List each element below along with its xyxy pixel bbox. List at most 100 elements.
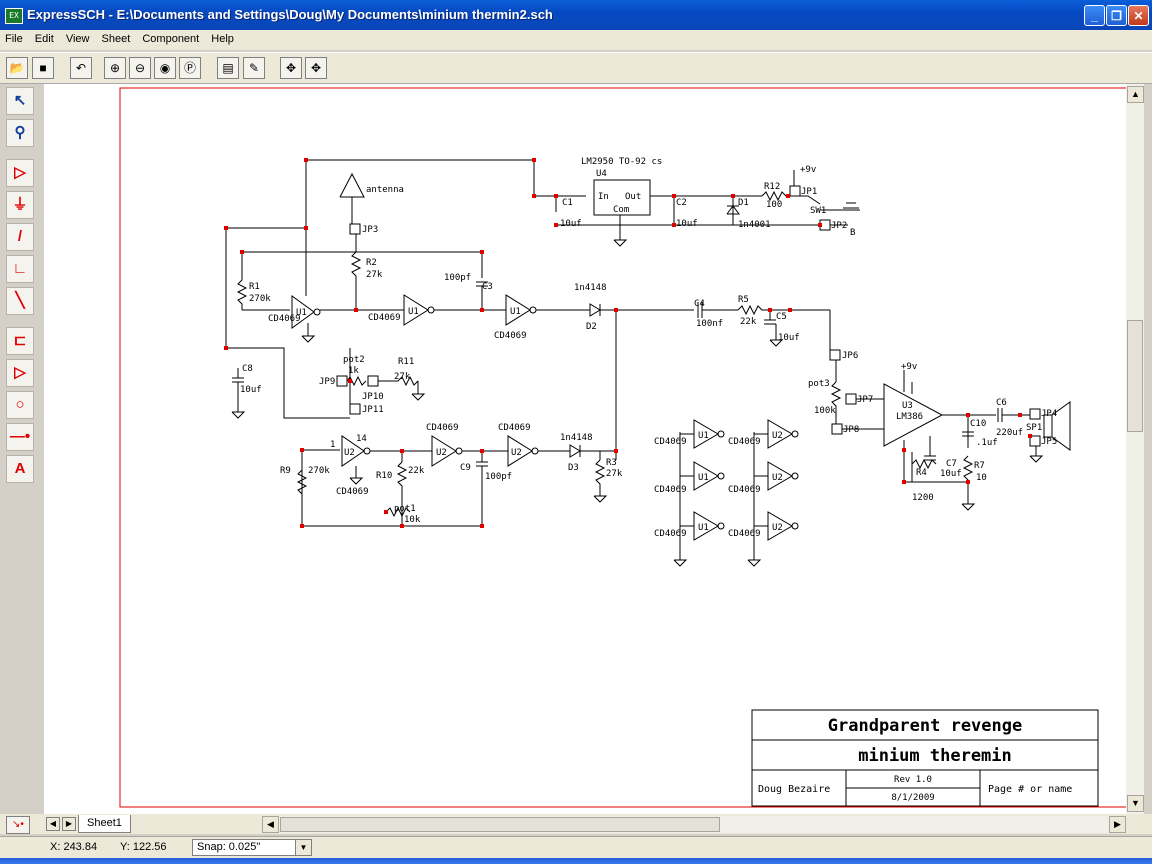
menu-edit[interactable]: Edit — [34, 33, 54, 45]
c10-value: .1uf — [976, 438, 998, 448]
zoom-window-icon[interactable]: ◉ — [154, 57, 176, 79]
u2a-type: CD4069 — [336, 487, 369, 497]
text-tool-icon[interactable]: A — [6, 455, 34, 483]
u2b-type: CD4069 — [426, 423, 459, 433]
scroll-left-icon[interactable]: ◀ — [262, 816, 279, 833]
c5-label: C5 — [776, 312, 787, 322]
window-title: ExpressSCH - E:\Documents and Settings\D… — [27, 7, 553, 22]
menu-view[interactable]: View — [65, 33, 90, 45]
tab-sheet1[interactable]: Sheet1 — [78, 815, 131, 833]
bus-tool-icon[interactable]: ╲ — [6, 287, 34, 315]
zoom-area-tool-icon[interactable]: ⚲ — [6, 119, 34, 147]
restore-button[interactable]: ❐ — [1106, 5, 1127, 26]
u4-label: U4 — [596, 169, 607, 179]
r5-label: R5 — [738, 295, 749, 305]
horizontal-scrollbar[interactable]: ◀ ▶ — [262, 816, 1126, 833]
jp4-label: JP4 — [1041, 409, 1057, 419]
open-icon[interactable]: 📂 — [6, 57, 28, 79]
scroll-down-icon[interactable]: ▼ — [1127, 795, 1144, 812]
ground-tool-icon[interactable]: ⏚ — [6, 191, 34, 219]
d1-value: 1n4001 — [738, 220, 771, 230]
select-tool-icon[interactable]: ↖ — [6, 87, 34, 115]
vertical-scrollbar[interactable]: ▲ ▼ — [1126, 84, 1144, 814]
jp8-label: JP8 — [843, 425, 859, 435]
minimize-button[interactable]: _ — [1084, 5, 1105, 26]
toolbar: 📂 ■ ↶ ⊕ ⊖ ◉ Ⓟ ▤ ✎ ✥ ✥ — [0, 52, 1152, 84]
vertical-scroll-thumb[interactable] — [1127, 320, 1143, 432]
scroll-up-icon[interactable]: ▲ — [1127, 86, 1144, 103]
c8-value: 10uf — [240, 385, 262, 395]
sp1-label: SP1 — [1026, 423, 1042, 433]
close-button[interactable]: ✕ — [1128, 5, 1149, 26]
sw1-label: SW1 — [810, 206, 826, 216]
r11-value: 27k — [394, 372, 411, 382]
pan-icon[interactable]: ✥ — [280, 57, 302, 79]
component-tool-icon[interactable]: ▷ — [6, 159, 34, 187]
connector-tool-icon[interactable]: ⊏ — [6, 327, 34, 355]
c8-label: C8 — [242, 364, 253, 374]
u1e-type: CD4069 — [654, 485, 687, 495]
properties-icon[interactable]: ▤ — [217, 57, 239, 79]
jp9-label: JP9 — [319, 377, 335, 387]
u2d-label: U2 — [772, 431, 783, 441]
plus9v-label: +9v — [800, 165, 816, 175]
schematic-canvas[interactable]: LM2950 TO-92 cs U4 In Out Com C1 10uf C2… — [44, 84, 1126, 814]
menu-help[interactable]: Help — [211, 33, 234, 45]
power-tool-icon[interactable]: ∟ — [6, 255, 34, 283]
u1f-label: U1 — [698, 523, 709, 533]
c3-value: 100pf — [444, 273, 471, 283]
amp-supply-label: +9v — [901, 362, 917, 372]
titleblock-title: Grandparent revenge — [828, 716, 1022, 736]
zoom-in-icon[interactable]: ⊕ — [104, 57, 126, 79]
u1b-type: CD4069 — [368, 313, 401, 323]
zoom-out-icon[interactable]: ⊖ — [129, 57, 151, 79]
u1a-type: CD4069 — [268, 314, 301, 324]
d3-value: 1n4148 — [560, 433, 593, 443]
app-icon: EX — [5, 8, 23, 24]
u2a-label: U2 — [344, 448, 355, 458]
tab-next-icon[interactable]: ▶ — [62, 817, 76, 831]
d2-value: 1n4148 — [574, 283, 607, 293]
c1-value: 10uf — [560, 219, 582, 229]
chevron-down-icon[interactable]: ▼ — [295, 840, 311, 855]
zoom-page-icon[interactable]: Ⓟ — [179, 57, 201, 79]
wire-tool-icon[interactable]: / — [6, 223, 34, 251]
tool-palette: ↖ ⚲ ▷ ⏚ / ∟ ╲ ⊏ ▷ ○ —• A — [4, 85, 34, 490]
u1c-type: CD4069 — [494, 331, 527, 341]
jp1-label: JP1 — [801, 187, 817, 197]
u4-com-label: Com — [613, 205, 629, 215]
u2e-type: CD4069 — [728, 485, 761, 495]
u1d-type: CD4069 — [654, 437, 687, 447]
horizontal-scroll-thumb[interactable] — [280, 817, 720, 832]
gate-tool-icon[interactable]: ▷ — [6, 359, 34, 387]
save-icon[interactable]: ■ — [32, 57, 54, 79]
c9-value: 100pf — [485, 472, 512, 482]
snap-select[interactable]: Snap: 0.025" ▼ — [192, 839, 312, 856]
r12-label: R12 — [764, 182, 780, 192]
menu-component[interactable]: Component — [142, 33, 200, 45]
tab-prev-icon[interactable]: ◀ — [46, 817, 60, 831]
undo-icon[interactable]: ↶ — [70, 57, 92, 79]
r9-value: 270k — [308, 466, 330, 476]
pot3-value: 100k — [814, 406, 836, 416]
scroll-right-icon[interactable]: ▶ — [1109, 816, 1126, 833]
pot1-label: pot1 — [394, 504, 416, 514]
menu-bar: File Edit View Sheet Component Help — [0, 30, 1152, 50]
pot2-value: 1k — [348, 366, 359, 376]
pin-tool-icon[interactable]: —• — [6, 423, 34, 451]
c3-label: C3 — [482, 282, 493, 292]
u4-in-label: In — [598, 192, 609, 202]
edit-part-icon[interactable]: ✎ — [243, 57, 265, 79]
center-icon[interactable]: ✥ — [305, 57, 327, 79]
circle-tool-icon[interactable]: ○ — [6, 391, 34, 419]
wire-mode-icon[interactable]: ↘• — [6, 816, 30, 834]
menu-file[interactable]: File — [5, 33, 23, 45]
jp11-label: JP11 — [362, 405, 384, 415]
menu-sheet[interactable]: Sheet — [101, 33, 131, 45]
c2-label: C2 — [676, 198, 687, 208]
r11-label: R11 — [398, 357, 414, 367]
c7-label: C7 — [946, 459, 957, 469]
r2-value: 27k — [366, 270, 383, 280]
titleblock-page: Page # or name — [988, 784, 1072, 795]
d1-label: D1 — [738, 198, 749, 208]
